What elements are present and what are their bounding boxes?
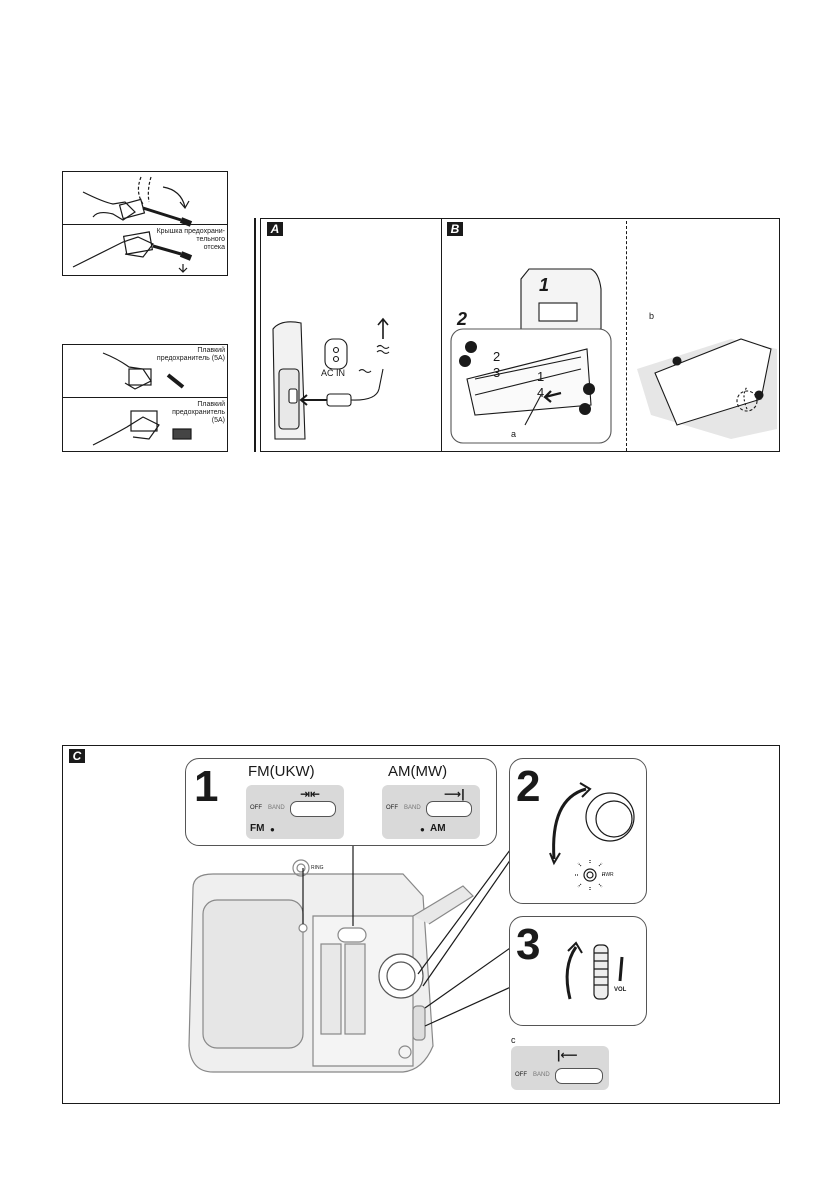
fm-band-label: BAND [268,805,285,811]
tuning-figure: C 1 FM(UKW) AM(MW) [62,745,780,1104]
power-battery-figure: A AC IN B [260,218,780,452]
fuse-label-bottom: Плавкий предохранитель (5A) [172,401,225,424]
fuse-figure: Плавкий предохранитель (5A) Плавкий пред… [62,344,228,452]
am-title: AM(MW) [388,763,448,780]
vol-label: VOL [614,987,627,993]
step-2-number: 2 [516,762,541,811]
label-c: c [511,1035,516,1045]
am-switch-box: ⟶| OFF BAND ● AM [382,785,480,839]
label-a: a [511,429,517,439]
battery-cell-2: 2 [493,349,501,364]
figure-divider [63,397,227,398]
radio-drawing [188,826,514,1073]
panel-a-tag: A [267,222,283,236]
battery-cell-3: 3 [493,365,501,380]
ac-in-label: AC IN [321,368,346,378]
am-off-label: OFF [386,805,398,811]
left-to-bar-arrow-icon: |⟵ [557,1048,578,1062]
band-switch-panel: 1 FM(UKW) AM(MW) ⇥⇤ OFF BAND FM ● ⟶| OFF… [185,758,497,846]
off-slider-switch[interactable] [555,1068,603,1084]
c-off-label: OFF [515,1072,527,1078]
figure-divider [63,224,227,225]
battery-cell-1: 1 [537,369,545,384]
section-left-rule [254,218,256,452]
tuning-knob-panel: 2 PWR [509,758,647,904]
fm-switch-box: ⇥⇤ OFF BAND FM ● [246,785,344,839]
am-slider-switch[interactable] [426,801,472,817]
dashed-divider [626,221,628,451]
step-1-number: 1 [194,762,219,811]
fuse-cover-label: Крышка предохрани- тельного отсека [156,228,225,251]
am-state-label: AM [430,823,446,834]
label-b: b [649,311,655,321]
am-state-dot-icon: ● [420,825,425,834]
battery-compartment-drawing [450,268,777,444]
volume-panel: 3 VOL [509,916,647,1026]
pwr-label: PWR [602,872,614,878]
tuning-knob-drawing [549,782,635,891]
fm-state-dot-icon: ● [270,825,275,834]
right-to-bar-arrow-icon: ⟶| [444,787,465,801]
panel-c-tag: C [69,749,85,763]
battery-cell-4: 4 [537,385,545,400]
panel-divider [441,219,442,451]
plug-screwdriver-drawing [72,176,193,273]
fuse-cover-figure: Крышка предохрани- тельного отсека [62,171,228,276]
converge-arrows-icon: ⇥⇤ [300,787,321,801]
am-band-label: BAND [404,805,421,811]
step-3-number: 3 [516,920,541,969]
battery-step-1: 1 [539,275,550,295]
plug-fuse-drawing [92,352,192,446]
volume-wheel-drawing [565,941,624,1000]
fuse-label-top: Плавкий предохранитель (5A) [156,347,225,362]
ring-label: RING [311,865,324,871]
fm-title: FM(UKW) [248,763,315,780]
panel-b-tag: B [447,222,463,236]
fm-slider-switch[interactable] [290,801,336,817]
fm-state-label: FM [250,823,265,834]
off-switch-box: |⟵ OFF BAND [511,1046,609,1090]
fm-off-label: OFF [250,805,262,811]
battery-step-2: 2 [457,309,468,329]
ac-connection-drawing [272,317,390,440]
c-band-label: BAND [533,1072,550,1078]
